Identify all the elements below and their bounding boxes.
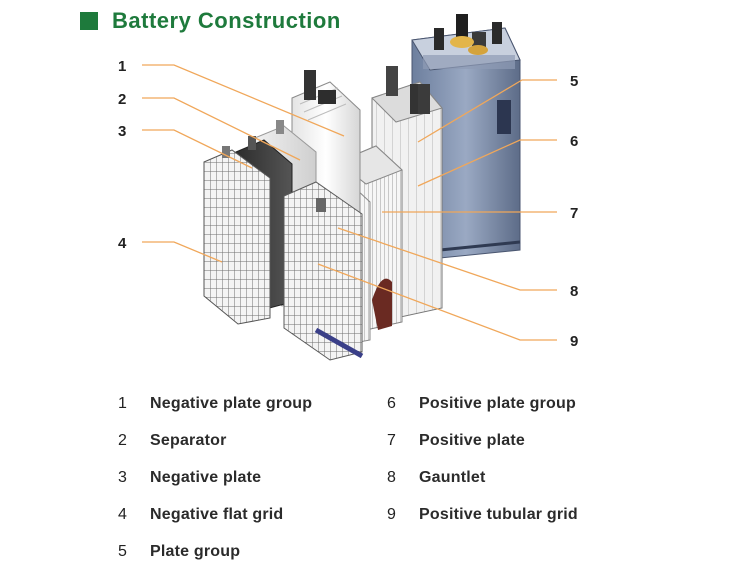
callout-3: 3 (118, 123, 126, 140)
callout-9: 9 (570, 333, 578, 350)
leader-lines (142, 64, 557, 341)
callout-7: 7 (570, 205, 578, 222)
leader-5 (417, 79, 557, 143)
leader-2 (142, 97, 301, 161)
callout-4: 4 (118, 235, 127, 252)
callout-8: 8 (570, 283, 578, 300)
callout-5: 5 (570, 73, 578, 90)
callout-2: 2 (118, 91, 126, 108)
page-title: Battery Construction (112, 8, 341, 33)
negative-flat-grid (203, 146, 271, 325)
title-marker (80, 12, 98, 30)
leader-4 (142, 241, 223, 263)
callout-6: 6 (570, 133, 578, 150)
callout-numbers: 1 2 3 4 5 6 7 8 9 (118, 58, 578, 350)
leader-3 (142, 129, 253, 169)
leader-6 (417, 139, 557, 187)
positive-tubular-grid (283, 181, 364, 361)
leader-9 (317, 263, 557, 341)
leader-1 (142, 64, 345, 137)
terminal-posts (434, 14, 502, 55)
leader-8 (337, 227, 557, 291)
title-row: Battery Construction (80, 6, 341, 36)
callout-1: 1 (118, 58, 126, 75)
